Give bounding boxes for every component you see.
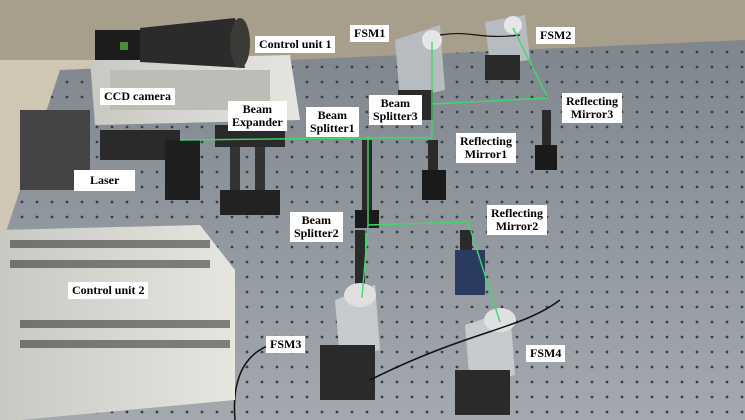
mirror1-base [422, 170, 446, 200]
fsm2-mirror [504, 16, 522, 34]
beam-expander-post [230, 147, 240, 207]
label-beam-expander: Beam Expander [228, 101, 287, 131]
label-fsm4: FSM4 [526, 345, 566, 362]
label-fsm3: FSM3 [266, 336, 306, 353]
control-unit-2-vents-top [10, 240, 210, 268]
ccd-camera-body [95, 30, 140, 60]
fsm-top-cable [439, 32, 521, 38]
label-beam-splitter-1: Beam Splitter1 [306, 107, 359, 137]
beam-expander-base [220, 190, 280, 215]
beam-expander-post-2 [255, 147, 265, 207]
fsm4-cable [369, 299, 561, 381]
mirror3-base [535, 145, 557, 170]
label-laser: Laser [74, 170, 136, 191]
label-control-unit-2: Control unit 2 [68, 282, 149, 299]
fsm1-mirror [422, 30, 442, 50]
ccd-camera-lens [140, 18, 245, 68]
splitter-post [362, 140, 372, 220]
splitter-base [355, 210, 379, 228]
mirror3-post [542, 110, 551, 170]
fsm4-stage [455, 370, 510, 415]
lens-ring [230, 18, 250, 68]
mirror1-post [428, 140, 438, 195]
laser-beam-paths [179, 27, 549, 323]
laser-mount [165, 140, 200, 200]
control-unit-2-vents-bottom [20, 310, 230, 350]
fsm2-stage [485, 55, 520, 80]
mirror2-base [455, 250, 485, 295]
label-fsm1: FSM1 [350, 25, 390, 42]
label-beam-splitter-2: Beam Splitter2 [290, 212, 343, 242]
fsm3-mirror [344, 283, 376, 307]
camera-indicator [120, 42, 128, 50]
splitter2-post [355, 230, 365, 290]
label-reflecting-mirror-2: Reflecting Mirror2 [487, 205, 547, 235]
fsm3-stage [320, 345, 375, 400]
label-control-unit-1: Control unit 1 [255, 36, 336, 53]
label-fsm2: FSM2 [536, 27, 576, 44]
label-ccd-camera: CCD camera [100, 88, 175, 105]
label-beam-splitter-3: Beam Splitter3 [369, 95, 422, 125]
label-reflecting-mirror-3: Reflecting Mirror3 [562, 93, 622, 123]
label-reflecting-mirror-1: Reflecting Mirror1 [456, 133, 516, 163]
